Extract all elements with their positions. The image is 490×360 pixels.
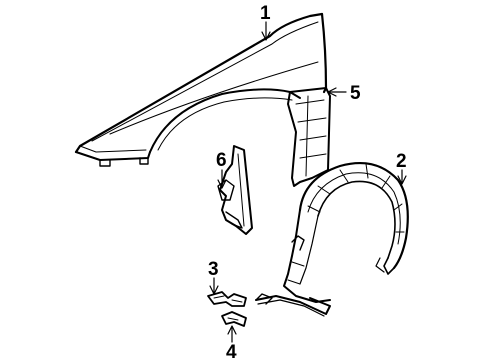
liner-front-tab <box>291 235 305 251</box>
mud-flap-bracket <box>217 179 235 201</box>
mud-flap <box>217 145 253 235</box>
bracket-upper-outline <box>207 291 247 307</box>
fender-wheel-arch <box>149 88 301 153</box>
liner-rib-d <box>365 163 369 179</box>
arrowhead-1 <box>261 31 271 41</box>
mud-flap-lower-lip <box>225 211 243 229</box>
arrowhead-4 <box>227 325 237 335</box>
arrowhead-6 <box>217 179 227 189</box>
bracket-lower-outline <box>221 311 247 327</box>
liner-base-flange <box>255 295 331 315</box>
fender-liner <box>255 162 409 317</box>
fender-arch-flange <box>157 97 293 151</box>
liner-base-lip <box>257 299 325 317</box>
trim-panel-rib-4 <box>299 153 327 159</box>
callout-3: 3 <box>208 259 219 280</box>
front-fender <box>74 12 328 167</box>
trim-panel-rib-3 <box>299 135 327 141</box>
callout-6: 6 <box>216 150 227 171</box>
liner-front-section <box>283 209 331 303</box>
arrowhead-5 <box>327 87 337 97</box>
fender-lower-tab-left <box>99 159 111 167</box>
leader-lines <box>209 21 407 343</box>
liner-front-inner <box>299 215 319 285</box>
trim-panel-rib-1 <box>295 99 325 105</box>
arrowhead-3 <box>209 285 219 295</box>
liner-rear-tab <box>383 257 395 275</box>
trim-panel-rib-2 <box>297 117 327 123</box>
trim-panel-outline <box>287 87 331 187</box>
bracket-lower <box>221 311 247 327</box>
callout-4: 4 <box>226 342 237 360</box>
fender-nose-line <box>79 145 147 153</box>
liner-rib-c <box>339 169 349 183</box>
liner-base-tab <box>255 293 273 305</box>
bracket-upper-detail <box>213 295 243 303</box>
fender-lower-edge <box>75 151 151 161</box>
liner-inner-arch <box>317 180 396 259</box>
fender-trim-panel <box>287 87 331 187</box>
fender-character-line <box>109 61 319 135</box>
liner-outer-arch <box>298 162 409 270</box>
liner-rib-a <box>307 205 321 213</box>
fender-top-inner-line <box>91 21 319 142</box>
arrowhead-2 <box>397 175 407 185</box>
liner-lower-rib-2 <box>287 279 301 285</box>
liner-rib-f <box>393 203 403 211</box>
fender-lower-tab-right <box>139 157 149 165</box>
callout-2: 2 <box>396 151 407 172</box>
bracket-lower-detail <box>227 317 239 321</box>
mud-flap-outline <box>219 145 253 235</box>
bracket-upper <box>207 291 247 307</box>
liner-mid-contour <box>307 172 401 245</box>
liner-rib-b <box>317 185 331 195</box>
trim-panel-edge <box>305 95 309 177</box>
liner-rear-clip <box>375 257 385 273</box>
fender-rear-edge <box>320 12 328 94</box>
callout-5: 5 <box>350 83 361 104</box>
callout-1: 1 <box>260 3 271 24</box>
liner-rib-e <box>381 175 391 189</box>
liner-lower-rib-1 <box>291 261 305 267</box>
mud-flap-inner-edge <box>237 153 245 227</box>
fender-top-edge <box>74 12 324 154</box>
